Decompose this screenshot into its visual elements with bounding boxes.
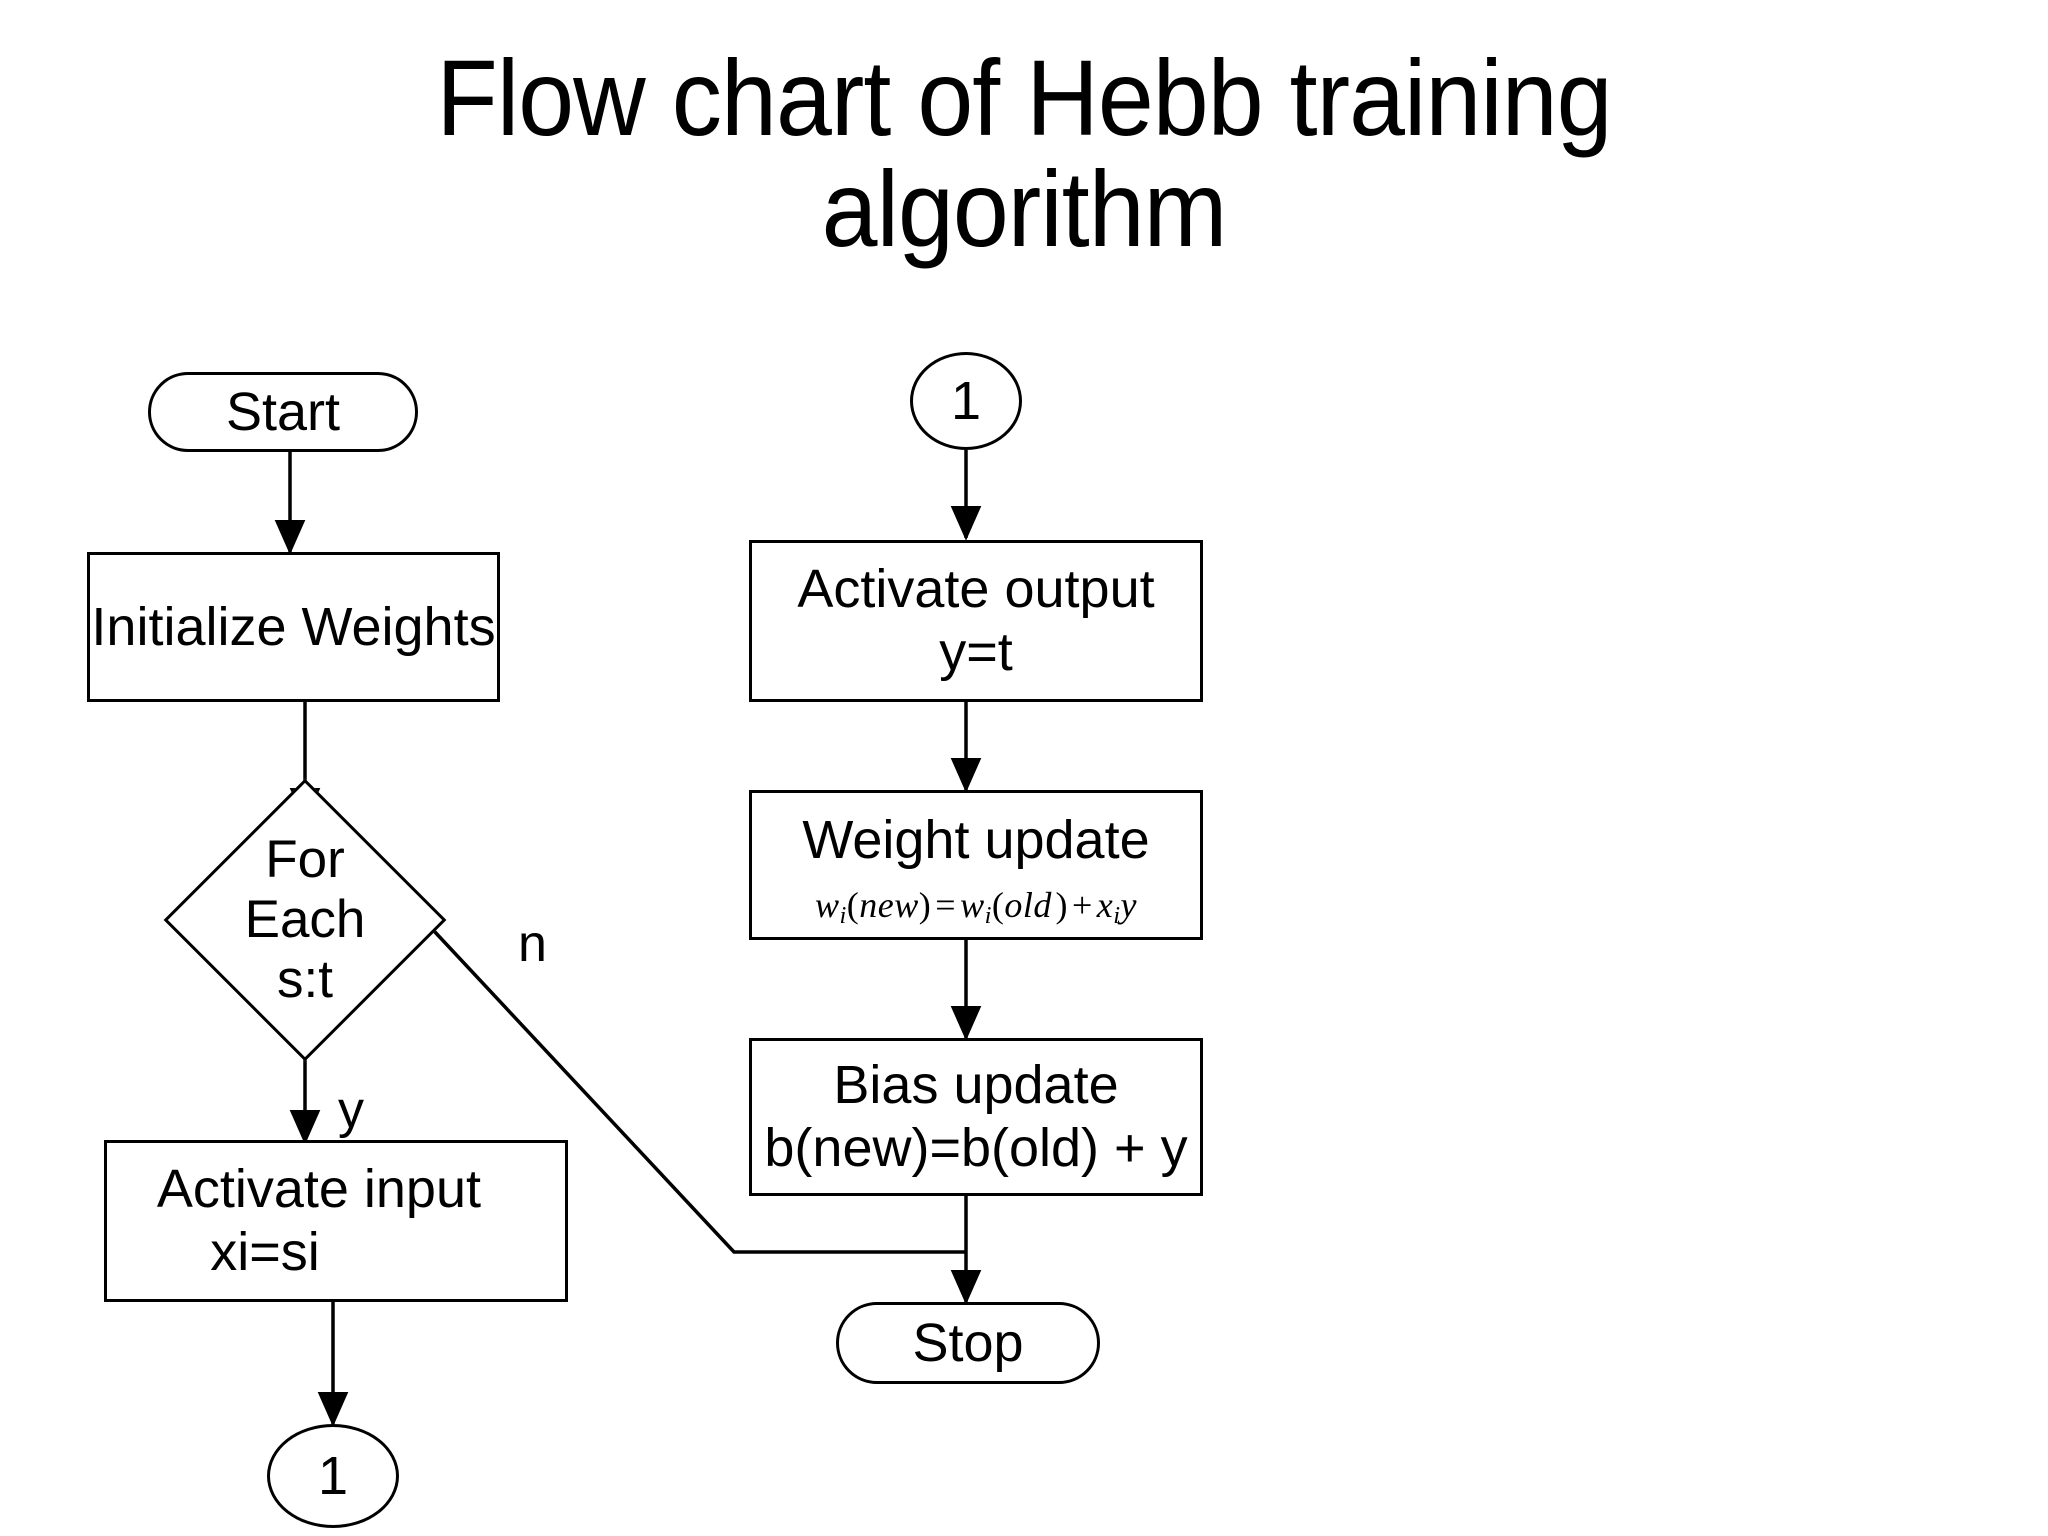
node-for-each-label: For Each s:t [244,830,366,1009]
node-connector-out-1[interactable]: 1 [267,1424,399,1528]
node-stop-label: Stop [912,1313,1024,1373]
node-activate-input-line1: Activate input [156,1159,481,1220]
formula-equals: = [935,885,957,926]
formula-rhs-sub: i [984,902,992,930]
formula-lhs-arg: new [859,885,919,926]
node-activate-output-line1: Activate output [797,559,1155,620]
node-connector-out-1-label: 1 [317,1446,349,1506]
node-bias-update[interactable]: Bias update b(new)=b(old) + y [749,1038,1203,1196]
formula-rhs-var: w [960,885,985,926]
formula-plus: + [1071,885,1093,926]
node-activate-input-line2: xi=si [210,1222,320,1282]
node-weight-update-line1: Weight update [802,810,1150,870]
node-activate-input[interactable]: Activate input xi=si [104,1140,568,1302]
node-weight-update-formula: wi(new)=wi(old )+xiy [814,885,1138,930]
formula-term-var2: y [1120,885,1138,926]
edge-label-no: n [518,915,547,973]
node-bias-update-line2: b(new)=b(old) + y [764,1118,1188,1178]
formula-lhs-sub: i [839,902,847,930]
node-weight-update[interactable]: Weight update wi(new)=wi(old )+xiy [749,790,1203,940]
node-initialize-weights[interactable]: Initialize Weights [87,552,500,702]
node-stop[interactable]: Stop [836,1302,1100,1384]
formula-lhs-var: w [814,885,840,926]
node-for-each-decision[interactable]: For Each s:t [163,778,447,1062]
formula-rhs-arg: old [1004,885,1052,926]
edge-label-yes: y [338,1081,364,1139]
node-start[interactable]: Start [148,372,418,452]
node-start-label: Start [225,382,341,442]
formula-term-sub: i [1113,902,1121,930]
page-title: Flow chart of Hebb training algorithm [436,37,1612,270]
formula-term-var: x [1096,885,1114,926]
node-bias-update-line1: Bias update [833,1055,1119,1116]
node-connector-in-1-label: 1 [950,371,982,431]
node-activate-output[interactable]: Activate output y=t [749,540,1203,702]
node-initialize-weights-label: Initialize Weights [91,597,496,657]
node-connector-in-1[interactable]: 1 [910,352,1022,450]
node-activate-output-line2: y=t [939,622,1013,682]
